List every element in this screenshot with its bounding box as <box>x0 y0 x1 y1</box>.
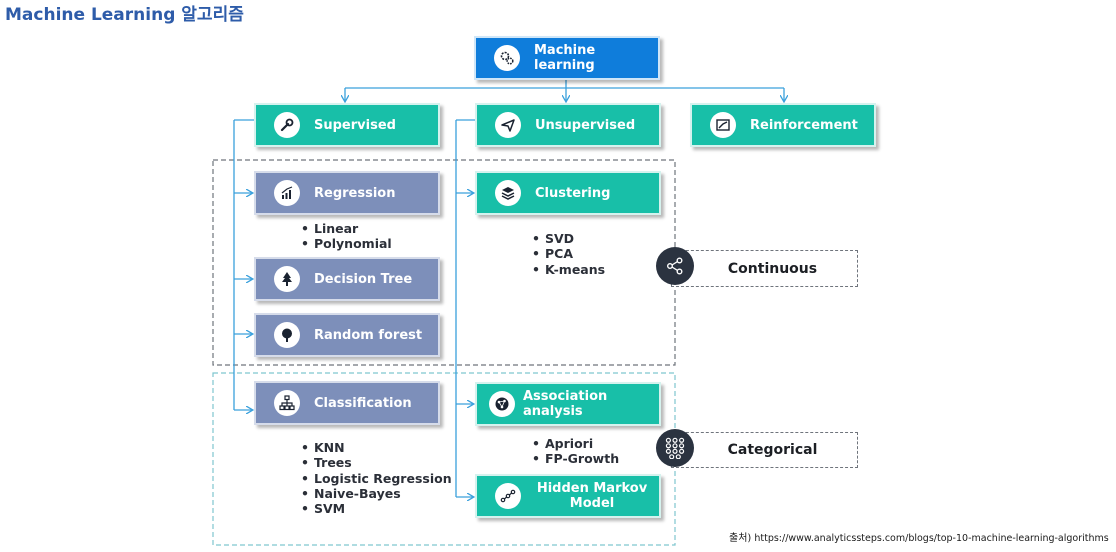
decision-tree-node: Decision Tree <box>254 257 440 301</box>
classification-items: KNN Trees Logistic Regression Naive-Baye… <box>301 440 452 516</box>
page-title: Machine Learning 알고리즘 <box>5 5 244 25</box>
path-icon <box>495 483 521 509</box>
supervised-node: Supervised <box>254 103 440 147</box>
paper-plane-icon <box>495 112 521 138</box>
list-item: Linear <box>301 221 392 236</box>
clustering-label: Clustering <box>535 185 611 201</box>
trend-chart-icon <box>710 112 736 138</box>
list-item: K-means <box>532 262 605 277</box>
wrench-icon <box>274 112 300 138</box>
association-analysis-node: Association analysis <box>475 382 661 426</box>
association-analysis-label: Association analysis <box>523 389 608 419</box>
unsupervised-label: Unsupervised <box>535 117 636 133</box>
source-url[interactable]: https://www.analyticssteps.com/blogs/top… <box>754 533 1109 544</box>
classification-node: Classification <box>254 381 440 425</box>
regression-node: Regression <box>254 171 440 215</box>
machine-learning-label: Machine learning <box>534 43 596 73</box>
list-item: Apriori <box>532 436 619 451</box>
classification-label: Classification <box>314 395 412 411</box>
list-item: Naive-Bayes <box>301 486 452 501</box>
reinforcement-node: Reinforcement <box>690 103 876 147</box>
bar-chart-icon <box>274 180 300 206</box>
list-item: Logistic Regression <box>301 471 452 486</box>
list-item: KNN <box>301 440 452 455</box>
categorical-label: Categorical <box>727 442 818 458</box>
continuous-label: Continuous <box>727 260 818 277</box>
random-forest-label: Random forest <box>314 327 423 343</box>
source-label: 출처) <box>729 533 752 544</box>
categorical-tag: Categorical <box>671 432 858 468</box>
list-item: Trees <box>301 455 452 470</box>
tree-icon <box>274 266 300 292</box>
hierarchy-icon <box>274 390 300 416</box>
round-tree-icon <box>274 322 300 348</box>
regression-label: Regression <box>314 185 396 201</box>
supervised-label: Supervised <box>314 117 396 133</box>
list-item: FP-Growth <box>532 451 619 466</box>
list-item: SVD <box>532 231 605 246</box>
layers-icon <box>495 180 521 206</box>
list-item: Polynomial <box>301 236 392 251</box>
association-items: Apriori FP-Growth <box>532 436 619 467</box>
dot-grid-icon <box>656 429 694 467</box>
random-forest-node: Random forest <box>254 313 440 357</box>
source-citation: 출처) https://www.analyticssteps.com/blogs… <box>729 529 1109 544</box>
continuous-tag: Continuous <box>671 250 858 287</box>
network-icon <box>489 391 515 417</box>
unsupervised-node: Unsupervised <box>475 103 661 147</box>
hidden-markov-node: Hidden Markov Model <box>475 474 661 518</box>
list-item: PCA <box>532 246 605 261</box>
clustering-items: SVD PCA K-means <box>532 231 605 277</box>
list-item: SVM <box>301 501 452 516</box>
gears-icon <box>494 45 520 71</box>
clustering-node: Clustering <box>475 171 661 215</box>
machine-learning-node: Machine learning <box>474 36 660 80</box>
hidden-markov-label: Hidden Markov Model <box>536 481 648 511</box>
reinforcement-label: Reinforcement <box>750 117 858 133</box>
share-icon <box>656 247 694 285</box>
decision-tree-label: Decision Tree <box>314 271 413 287</box>
regression-items: Linear Polynomial <box>301 221 392 252</box>
